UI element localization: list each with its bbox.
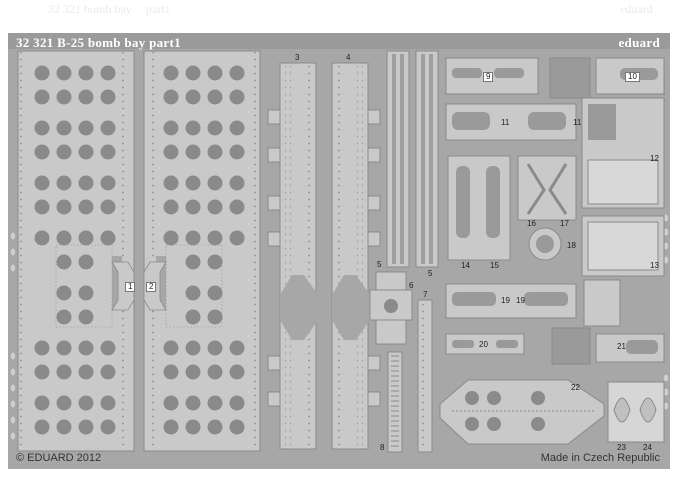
part-number-5a: 5 — [377, 260, 382, 269]
lightening-holes-right — [163, 65, 245, 435]
part-number-4: 4 — [346, 53, 351, 62]
part-number-19a: 19 — [501, 296, 510, 305]
lightening-holes-left — [34, 65, 116, 435]
bomb-bay-panel-right — [143, 50, 261, 452]
part-number-16: 16 — [527, 219, 536, 228]
part-9-frame — [445, 57, 539, 95]
part-number-1: 1 — [125, 282, 136, 292]
parts-16-17-hinges — [517, 155, 577, 221]
part-number-15: 15 — [490, 261, 499, 270]
part-number-11b: 11 — [573, 118, 582, 127]
part-11-frames — [445, 103, 577, 141]
part-number-10: 10 — [625, 72, 640, 82]
part-21-frame — [595, 333, 665, 363]
bomb-bay-panel-left — [17, 50, 135, 452]
part-number-13: 13 — [650, 261, 659, 270]
origin-text: Made in Czech Republic — [540, 452, 660, 464]
part-number-23: 23 — [617, 443, 626, 452]
strips-part-5 — [386, 50, 439, 268]
sheet-title: 32 321 B-25 bomb bay part1 — [16, 35, 181, 50]
part-7-rail — [417, 299, 433, 453]
part-8-comb — [387, 351, 403, 453]
bleed-through-text-3: eduard — [620, 2, 653, 16]
part-number-5b: 5 — [428, 269, 433, 278]
part-22-plate — [439, 379, 605, 445]
ribbed-plate — [583, 279, 621, 327]
part-number-11a: 11 — [501, 118, 510, 127]
part-number-6: 6 — [409, 281, 414, 290]
part-number-12: 12 — [650, 154, 659, 163]
part-number-24: 24 — [643, 443, 652, 452]
part-number-22: 22 — [571, 383, 580, 392]
part-number-18: 18 — [567, 241, 576, 250]
bleed-through-text-2: part1 — [146, 2, 171, 16]
part-number-14: 14 — [461, 261, 470, 270]
part-number-9: 9 — [483, 72, 494, 82]
part-6-bracket — [369, 271, 413, 345]
part-18-ring — [528, 227, 562, 261]
dotted-fold-lines — [55, 244, 223, 328]
part-13-panel — [581, 215, 665, 277]
part-number-19b: 19 — [516, 296, 525, 305]
strip-part-4 — [331, 62, 381, 450]
right-edge-drip-marks — [663, 214, 669, 410]
part-number-20: 20 — [479, 340, 488, 349]
parts-23-24-fins — [607, 381, 665, 443]
parts-14-15-doors — [447, 155, 511, 261]
header-bar — [8, 33, 670, 49]
square-plate — [549, 57, 591, 99]
part-20-strip — [445, 333, 525, 355]
square-plate-2 — [551, 327, 591, 365]
copyright-text: © EDUARD 2012 — [16, 452, 102, 464]
part-12-panel — [581, 97, 665, 209]
part-number-2: 2 — [146, 282, 157, 292]
bleed-through-text-1: 32 321 bomb bay — [48, 2, 132, 16]
brand-name: eduard — [618, 35, 660, 50]
strip-part-3 — [267, 62, 318, 450]
part-number-17: 17 — [560, 219, 569, 228]
part-number-21: 21 — [617, 342, 626, 351]
part-number-3: 3 — [295, 53, 300, 62]
part-number-8: 8 — [380, 443, 385, 452]
part-number-7: 7 — [423, 290, 428, 299]
part-19-frames — [445, 283, 577, 319]
left-edge-drip-marks — [10, 232, 16, 440]
